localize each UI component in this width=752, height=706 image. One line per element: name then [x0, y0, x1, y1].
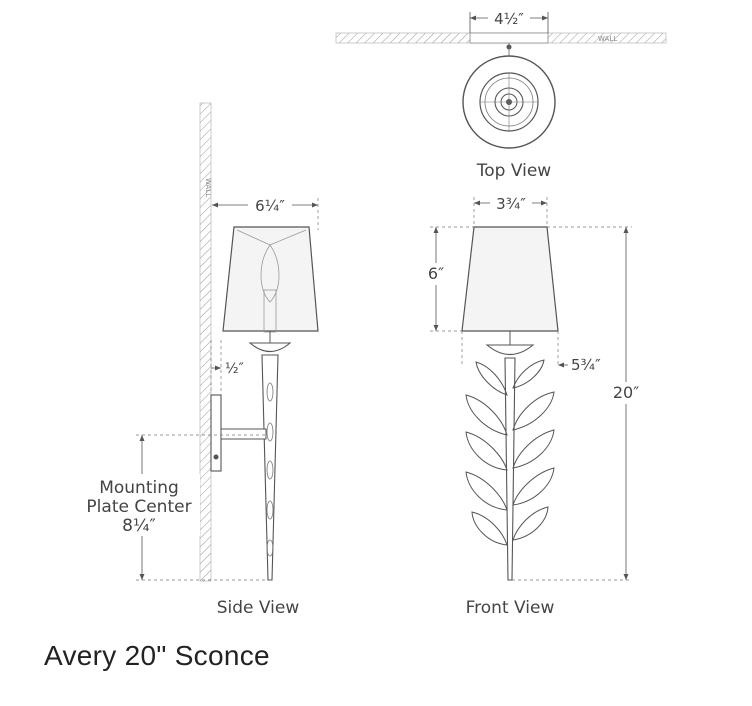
front-shade-bottom-dim: 5¾″ [571, 356, 601, 374]
front-shade-height-dim: 6″ [428, 264, 444, 283]
front-view-label: Front View [466, 598, 555, 618]
front-leaves [465, 359, 555, 546]
top-width-dim: 4½″ [494, 10, 524, 28]
side-wall-label: WALL [204, 178, 212, 197]
top-view: WALL 4½″ Top View [335, 9, 667, 181]
mounting-label-line2: Plate Center [86, 497, 191, 517]
side-stem [261, 354, 279, 581]
mounting-label-line3: 8¼″ [122, 516, 156, 536]
side-shade-width-dim: 6¼″ [255, 197, 285, 215]
side-projection-dim: ½″ [225, 361, 244, 377]
overall-height-dim: 20″ [613, 383, 639, 402]
side-backplate [210, 394, 222, 472]
side-view: WALL 6¼″ ½″ [80, 102, 319, 618]
side-view-label: Side View [217, 598, 300, 618]
front-shade [461, 226, 559, 332]
top-wall-label: WALL [598, 35, 617, 43]
mounting-label-line1: Mounting [99, 478, 179, 498]
front-view: 3¾″ 6″ 5¾″ [421, 194, 646, 618]
front-shade-top-dim: 3¾″ [496, 195, 526, 213]
product-title: Avery 20" Sconce [44, 640, 270, 671]
top-view-label: Top View [476, 161, 552, 181]
side-wall-hatch [199, 102, 212, 582]
side-shade [222, 226, 319, 332]
